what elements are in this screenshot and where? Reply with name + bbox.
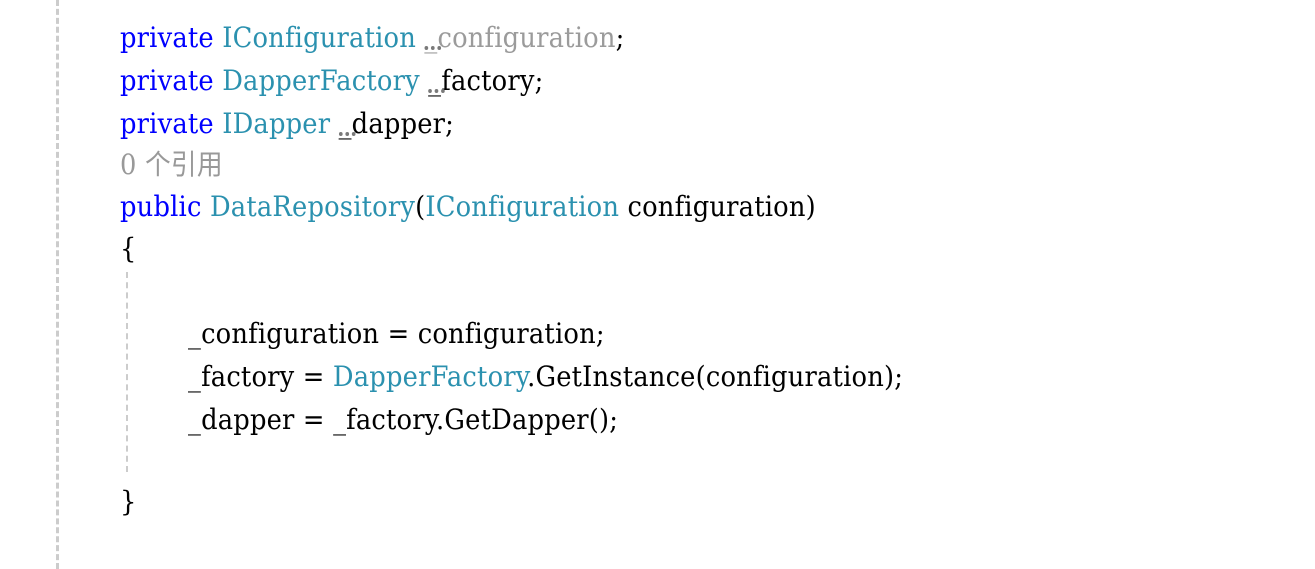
- type-name: IConfiguration: [222, 21, 417, 54]
- code-line-open-brace[interactable]: {: [120, 232, 137, 265]
- code-line-field-configuration[interactable]: private IConfiguration _configuration;: [120, 18, 624, 58]
- type-name: DapperFactory: [222, 64, 420, 97]
- code-line-close-brace[interactable]: }: [120, 485, 137, 518]
- suggestion-dots-icon[interactable]: [423, 44, 443, 50]
- indent-guide-outer: [56, 0, 59, 569]
- code-line-field-factory[interactable]: private DapperFactory _factory;: [120, 61, 543, 101]
- assignment-lhs: _factory =: [188, 360, 333, 393]
- param-name: configuration): [619, 190, 816, 223]
- semicolon: ;: [615, 21, 625, 54]
- suggestion-dots-icon[interactable]: [426, 87, 446, 93]
- code-line-assign-factory[interactable]: _factory = DapperFactory.GetInstance(con…: [188, 357, 903, 397]
- type-name: IDapper: [222, 107, 331, 140]
- field-name-factory[interactable]: _factory: [426, 64, 535, 97]
- semicolon: ;: [534, 64, 544, 97]
- indent-guide-constructor: [126, 272, 128, 472]
- param-type: IConfiguration: [425, 190, 620, 223]
- keyword-public: public: [120, 190, 202, 223]
- codelens-references[interactable]: 0 个引用: [120, 148, 223, 181]
- semicolon: ;: [445, 107, 455, 140]
- keyword-private: private: [120, 21, 214, 54]
- keyword-private: private: [120, 64, 214, 97]
- code-line-assign-dapper[interactable]: _dapper = _factory.GetDapper();: [188, 403, 619, 436]
- constructor-name: DataRepository: [209, 190, 416, 223]
- field-name-dapper[interactable]: _dapper: [337, 107, 446, 140]
- method-call: .GetInstance(configuration);: [527, 360, 904, 393]
- code-line-assign-configuration[interactable]: _configuration = configuration;: [188, 317, 605, 350]
- type-name: DapperFactory: [332, 360, 528, 393]
- open-paren: (: [415, 190, 426, 223]
- suggestion-dots-icon[interactable]: [337, 130, 357, 136]
- code-line-field-dapper[interactable]: private IDapper _dapper;: [120, 104, 454, 144]
- code-line-constructor-signature[interactable]: public DataRepository(IConfiguration con…: [120, 187, 816, 227]
- field-name-configuration[interactable]: _configuration: [423, 21, 616, 54]
- keyword-private: private: [120, 107, 214, 140]
